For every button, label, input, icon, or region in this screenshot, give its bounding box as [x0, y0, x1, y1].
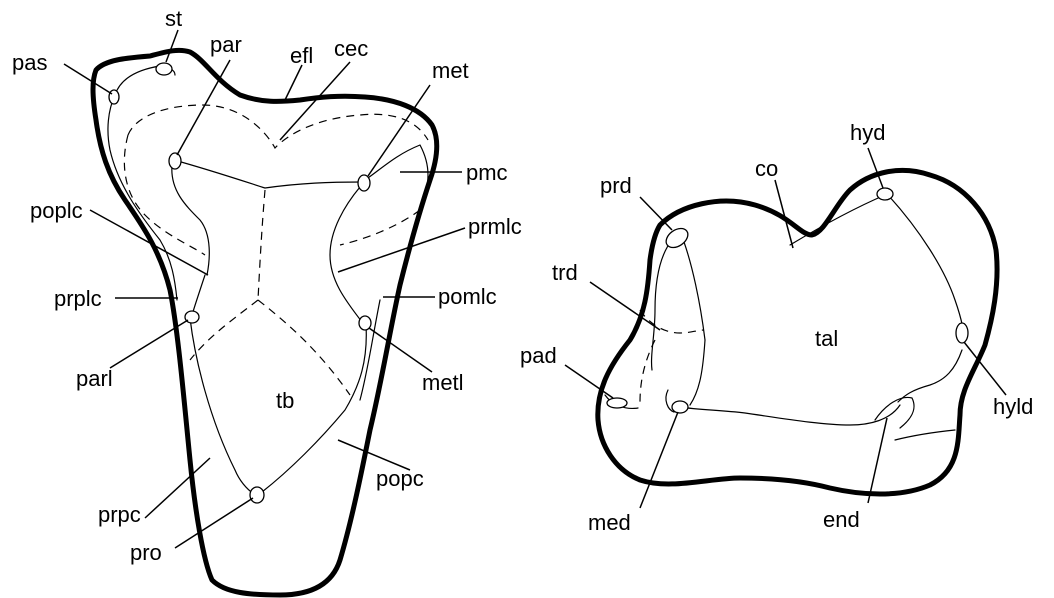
leader-prpc — [145, 458, 210, 518]
leader-prd — [640, 197, 672, 230]
leader-pas — [64, 64, 112, 94]
dashed-trigonid-line-1 — [640, 310, 704, 333]
label-pas: pas — [12, 50, 47, 75]
metacone-cusp — [358, 175, 370, 191]
leader-poplc — [90, 210, 208, 275]
central-dashed-left — [190, 300, 258, 360]
lower-molar-figure: hyd co prd trd tal pad hyld med end — [520, 120, 1033, 535]
upper-molar-outline — [93, 50, 437, 595]
label-hyd: hyd — [850, 120, 885, 145]
leader-hyd — [868, 148, 883, 188]
paraconid-cusp — [607, 398, 627, 408]
label-parl: parl — [76, 366, 113, 391]
metacone-lingual-crest — [330, 187, 362, 322]
label-tb: tb — [276, 388, 294, 413]
protoconid-right-crest — [684, 242, 705, 340]
label-prd: prd — [600, 173, 632, 198]
dashed-left-line — [124, 135, 205, 255]
label-trd: trd — [552, 260, 578, 285]
label-metl: metl — [422, 370, 464, 395]
label-pro: pro — [130, 540, 162, 565]
protocone-cusp — [250, 487, 264, 503]
label-pad: pad — [520, 343, 557, 368]
label-pmc: pmc — [466, 160, 508, 185]
label-efl: efl — [290, 43, 313, 68]
label-tal: tal — [815, 326, 838, 351]
metaconid-base-line — [680, 405, 900, 425]
label-hyld: hyld — [993, 394, 1033, 419]
label-popc: popc — [376, 466, 424, 491]
label-par: par — [210, 32, 242, 57]
label-co: co — [755, 156, 778, 181]
dashed-right-line — [340, 210, 420, 245]
label-med: med — [588, 510, 631, 535]
metaconid-cusp — [672, 401, 688, 413]
dashed-buccal-line — [128, 105, 428, 148]
central-dashed-vertical — [258, 190, 265, 300]
stylocone-cusp — [156, 63, 172, 75]
label-prmlc: prmlc — [468, 214, 522, 239]
leader-st — [166, 30, 178, 62]
inner-cingulum-line — [108, 95, 177, 300]
leader-pro — [175, 498, 253, 548]
hypoconid-right-crest — [888, 195, 964, 340]
paracone-crest — [174, 160, 362, 188]
leader-efl — [285, 65, 302, 100]
right-lingual-edge — [360, 300, 380, 400]
leader-prmlc — [338, 228, 465, 272]
hypoconulid-cusp — [956, 323, 968, 343]
entoconid-line — [875, 397, 914, 428]
label-poplc: poplc — [30, 198, 83, 223]
lower-molar-outline — [598, 170, 997, 494]
label-st: st — [165, 6, 182, 31]
leader-end — [868, 418, 887, 503]
paraconule-line — [192, 275, 205, 315]
parastyle-cusp — [109, 90, 119, 104]
paracone-cusp — [169, 153, 181, 169]
label-end: end — [823, 507, 860, 532]
label-met: met — [432, 58, 469, 83]
label-prpc: prpc — [98, 502, 141, 527]
lingual-cingulum — [895, 430, 955, 440]
leader-med — [640, 412, 678, 508]
central-dashed-right — [258, 300, 350, 395]
metaconid-ridge — [690, 340, 705, 405]
upper-molar-figure: st pas par efl cec met pmc poplc prmlc p… — [12, 6, 522, 595]
label-cec: cec — [334, 36, 368, 61]
protoconid-crest — [652, 240, 672, 370]
label-prplc: prplc — [54, 286, 102, 311]
hypoconid-cusp — [877, 188, 893, 200]
hypoconulid-low-crest — [898, 350, 962, 402]
leader-metl — [369, 328, 432, 372]
label-pomlc: pomlc — [438, 284, 497, 309]
